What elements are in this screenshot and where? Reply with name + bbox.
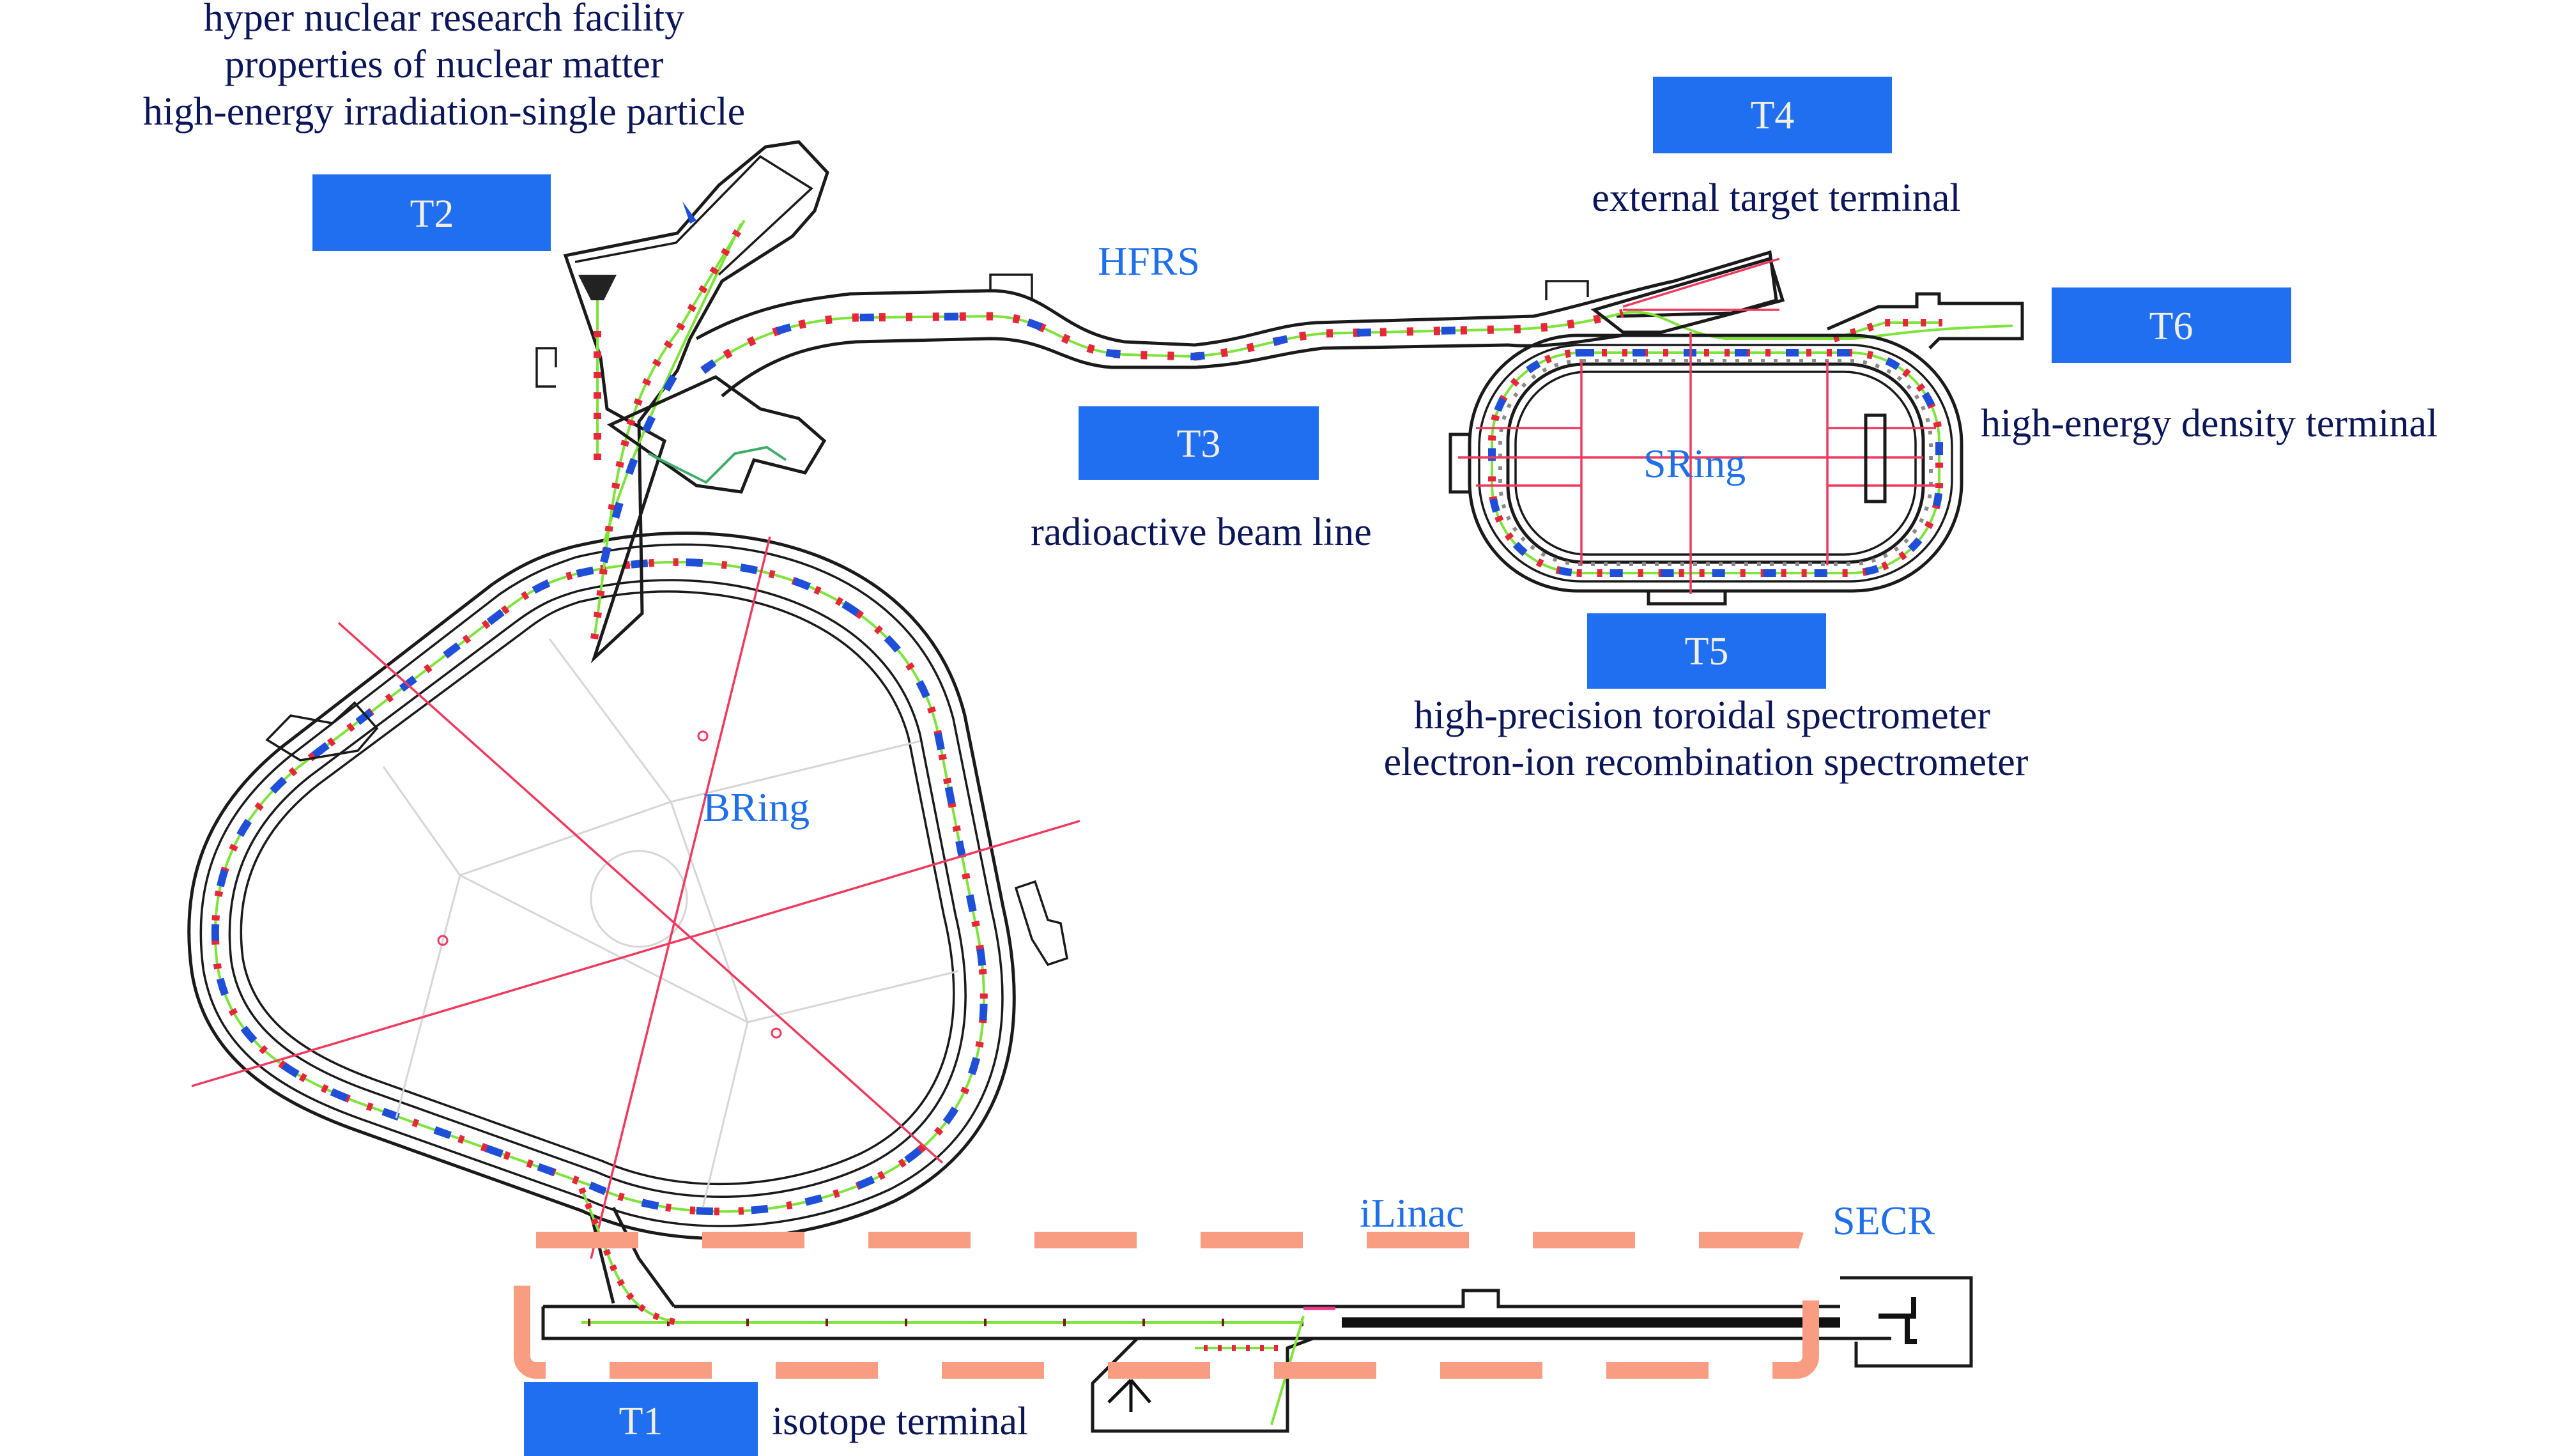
sring-label: SRing xyxy=(1643,441,1746,486)
bring-outer-wall xyxy=(187,532,1016,1240)
secr-source-lines xyxy=(1878,1297,1917,1344)
injection-magnets xyxy=(578,1187,678,1326)
t4-axis xyxy=(1622,257,1780,308)
hfrs-wall-upper xyxy=(695,250,1778,347)
t4-description: external target terminal xyxy=(1592,176,1960,220)
terminal-t1: T1 xyxy=(524,1382,758,1456)
t2-box xyxy=(312,174,551,251)
ilinac-tunnel-upper xyxy=(543,1289,1840,1308)
t2-alcove xyxy=(535,347,557,388)
bring-ring xyxy=(187,532,1080,1259)
sring-outer-wall-2 xyxy=(1478,344,1953,583)
bring-alcove-right xyxy=(1014,880,1068,967)
bring-symmetry-axes xyxy=(191,536,1080,1259)
hfrs-dipoles xyxy=(700,312,1521,374)
t3-description: radioactive beam line xyxy=(1031,510,1372,554)
bring-inner-wall xyxy=(228,579,967,1199)
bring-outer-wall-2 xyxy=(199,543,1004,1227)
terminal-t4: T4 xyxy=(1653,77,1892,153)
terminal-t3: T3 xyxy=(1079,406,1319,480)
t5-box xyxy=(1587,613,1826,689)
t6-label: T6 xyxy=(2149,305,2193,348)
hfrs-beamline xyxy=(695,250,2024,397)
t5-desc-line-1: high-precision toroidal spectrometer xyxy=(1414,694,1991,737)
terminal-t2: T2 xyxy=(312,174,551,251)
hfrs-magnets xyxy=(700,309,1624,374)
injection-beam xyxy=(580,1188,678,1324)
t2-desc-line-3: high-energy irradiation-single particle xyxy=(143,90,745,134)
t3-label: T3 xyxy=(1177,422,1221,466)
isotope-target-fan xyxy=(1107,1379,1151,1412)
sring-magnets xyxy=(1488,349,1943,577)
t1-description: isotope terminal xyxy=(772,1400,1028,1443)
t6-tunnel xyxy=(1826,292,2024,349)
t6-description: high-energy density terminal xyxy=(1981,402,2438,445)
bring-inner-wall-2 xyxy=(240,590,955,1186)
secr-label: SECR xyxy=(1832,1198,1935,1243)
t5-label: T5 xyxy=(1685,630,1729,673)
ilinac xyxy=(541,1187,1973,1433)
ilinac-label: iLinac xyxy=(1360,1190,1464,1236)
bring-label: BRing xyxy=(703,785,810,830)
t1-label: T1 xyxy=(619,1400,663,1443)
sring-inner-wall xyxy=(1506,362,1925,564)
t2-label: T2 xyxy=(410,192,454,236)
hfrs-target-hall-green xyxy=(648,445,787,484)
sring-dipoles xyxy=(1488,349,1943,577)
sring-right-alcove xyxy=(1864,413,1887,503)
t6-magnets xyxy=(1832,319,1942,342)
sring-ring xyxy=(1448,332,1963,606)
terminal-t5: T5 xyxy=(1587,613,1826,689)
t2-desc-line-1: hyper nuclear research facility xyxy=(204,0,684,40)
t4-label: T4 xyxy=(1751,94,1795,137)
sring-axes xyxy=(1458,332,1936,594)
ilinac-highlight-dashed-box xyxy=(514,1232,1819,1379)
t5-description: high-precision toroidal spectrometer ele… xyxy=(1384,694,2029,784)
bring-injection-tunnel xyxy=(589,1206,676,1308)
t4-external-target-hall xyxy=(1590,256,1785,334)
hfrs-target-hall xyxy=(606,375,827,494)
bring-magnets xyxy=(211,558,988,1216)
t2-description: hyper nuclear research facility properti… xyxy=(143,0,745,134)
secr-hall xyxy=(1840,1276,1973,1368)
bring-structure-lines xyxy=(382,638,959,1208)
hfrs-alcove xyxy=(989,273,1033,300)
t2-building-inner xyxy=(574,155,813,276)
t5-desc-line-2: electron-ion recombination spectrometer xyxy=(1384,740,2029,784)
sring-left-alcove xyxy=(1448,433,1470,494)
sring-outer-wall xyxy=(1468,333,1963,593)
t4-box xyxy=(1653,77,1892,153)
t2-magnets xyxy=(590,218,748,640)
t1-box xyxy=(524,1382,758,1456)
bring-beam-path xyxy=(213,560,985,1213)
t4-alcove xyxy=(1545,280,1589,300)
bring-dipoles xyxy=(211,558,988,1216)
t6-box xyxy=(2052,287,2291,363)
terminal-t6: T6 xyxy=(2052,287,2291,363)
t2-detector-icon xyxy=(578,275,617,300)
t2-building-wall xyxy=(563,140,829,664)
t2-beamline xyxy=(535,140,829,664)
t3-box xyxy=(1079,406,1319,480)
t2-dipoles xyxy=(600,368,681,563)
sring-bottom-alcove xyxy=(1647,591,1727,606)
sring-inner-wall-2 xyxy=(1514,371,1917,556)
t2-target-icon xyxy=(682,201,696,224)
hfrs-label: HFRS xyxy=(1098,238,1200,284)
t2-desc-line-2: properties of nuclear matter xyxy=(225,43,664,86)
ilinac-tunnel-bottom xyxy=(543,1337,1847,1433)
bring-alcove-left xyxy=(265,701,379,762)
